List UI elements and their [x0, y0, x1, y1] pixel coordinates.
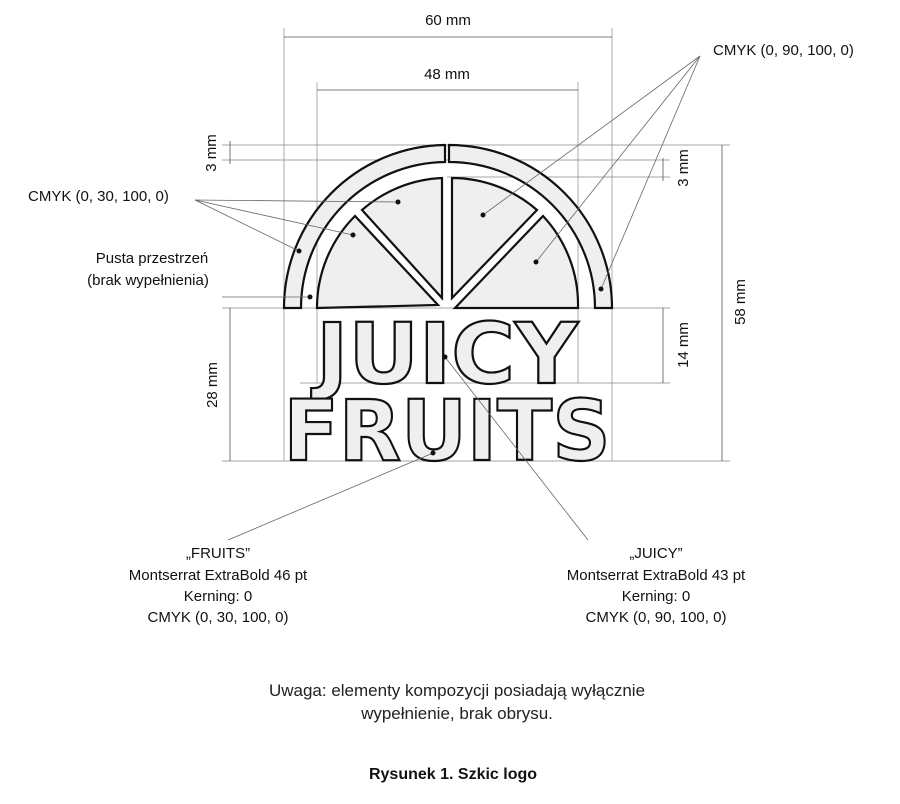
dim-58mm-label: 58 mm: [732, 279, 749, 325]
logo-word-fruits: FRUITS: [284, 382, 611, 480]
fruits-spec-line: CMYK (0, 30, 100, 0): [148, 609, 289, 626]
fruits-spec-line: Montserrat ExtraBold 46 pt: [129, 567, 308, 584]
slice-2: [360, 176, 444, 301]
juicy-spec-line: Montserrat ExtraBold 43 pt: [567, 567, 746, 584]
dimension-lines: [229, 36, 723, 461]
callout-orange: CMYK (0, 90, 100, 0): [713, 42, 854, 59]
slice-1: [315, 214, 441, 310]
juicy-spec-line: Kerning: 0: [622, 588, 690, 605]
callout-empty-line1: Pusta przestrzeń: [96, 250, 209, 267]
note-line-1: Uwaga: elementy kompozycji posiadają wył…: [269, 681, 645, 700]
leader-lines: [194, 55, 701, 541]
fruits-spec-line: „FRUITS”: [186, 545, 250, 562]
callout-yellow: CMYK (0, 30, 100, 0): [28, 188, 169, 205]
juicy-spec: „JUICY” Montserrat ExtraBold 43 pt Kerni…: [567, 545, 746, 626]
juicy-spec-line: „JUICY”: [629, 545, 682, 562]
dim-ring-gap-label: 3 mm: [675, 149, 692, 187]
dim-28mm-label: 28 mm: [204, 362, 221, 408]
dim-14mm-label: 14 mm: [675, 322, 692, 368]
callout-empty-line2: (brak wypełnienia): [87, 272, 209, 289]
note-line-2: wypełnienie, brak obrysu.: [360, 704, 553, 723]
fruits-spec-line: Kerning: 0: [184, 588, 252, 605]
dim-60mm-label: 60 mm: [425, 12, 471, 29]
figure-caption: Rysunek 1. Szkic logo: [369, 766, 537, 783]
logo-emblem: [282, 143, 614, 310]
dim-ring-thickness-label: 3 mm: [203, 134, 220, 172]
dim-48mm-label: 48 mm: [424, 66, 470, 83]
outer-ring-right: [447, 143, 614, 310]
fruits-spec: „FRUITS” Montserrat ExtraBold 46 pt Kern…: [129, 545, 308, 626]
juicy-spec-line: CMYK (0, 90, 100, 0): [586, 609, 727, 626]
slice-3: [450, 176, 539, 301]
slice-4: [452, 214, 580, 310]
logo-word-juicy: JUICY: [311, 305, 579, 403]
